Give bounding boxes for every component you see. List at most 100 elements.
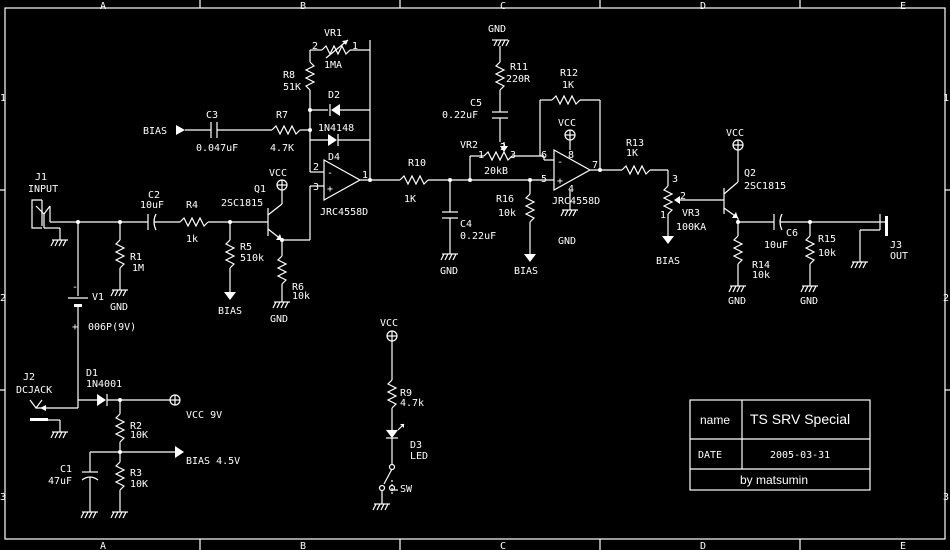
row-label-3-right: 3: [943, 492, 949, 503]
r1-ref: R1: [130, 252, 142, 263]
d2-ref: D2: [328, 90, 340, 101]
sw-switch: [388, 463, 396, 471]
ground-symbol: [560, 209, 578, 217]
r4-ref: R4: [186, 200, 198, 211]
bias-arrow: [524, 254, 536, 262]
title-block-date-label: DATE: [698, 450, 722, 461]
dcjack-sleeve: [30, 418, 48, 421]
c4-gnd-label: GND: [440, 266, 458, 277]
q2-value: 2SC1815: [744, 181, 786, 192]
r7-ref: R7: [276, 110, 288, 121]
r9-ref: R9: [400, 388, 412, 399]
r11-value: 220R: [506, 74, 531, 85]
ic2-value: JRC4558D: [552, 196, 600, 207]
col-label-e-top: E: [900, 1, 906, 12]
ground-symbol: [80, 511, 98, 519]
d4-diode: [328, 134, 337, 146]
r1-value: 1M: [132, 263, 144, 274]
r11-gnd-label: GND: [488, 24, 506, 35]
row-label-2-left: 2: [0, 293, 6, 304]
vcc9-label: VCC 9V: [186, 410, 222, 421]
r7-resistor: [271, 124, 301, 136]
r10-resistor: [399, 174, 429, 186]
ground-symbol: [110, 289, 128, 297]
ic2-pin6: 6: [541, 150, 547, 161]
vr3-bias-label: BIAS: [656, 256, 680, 267]
sheet-border: [4, 7, 946, 540]
vr3-pin1: 1: [660, 210, 666, 221]
ic1-plus: +: [327, 184, 333, 195]
v1-battery-plate-neg: [74, 304, 82, 307]
r12-ref: R12: [560, 68, 578, 79]
r3-ref: R3: [130, 468, 142, 479]
title-block-name-value: TS SRV Special: [750, 411, 850, 427]
input-jack-symbol: [31, 199, 61, 240]
ground-symbol: [800, 285, 818, 293]
bias-arrow: [662, 236, 674, 244]
ground-symbol: [50, 431, 68, 439]
r13-resistor: [621, 164, 651, 176]
c5-ref: C5: [470, 98, 482, 109]
ic1-pin3: 3: [313, 182, 319, 193]
bias45-port: [175, 446, 184, 458]
r3-value: 10K: [130, 479, 148, 490]
vr2-pin3: 3: [510, 150, 516, 161]
ic2-minus: -: [557, 157, 563, 168]
r6-resistor: [276, 255, 288, 285]
r10-ref: R10: [408, 158, 426, 169]
ic1-value: JRC4558D: [320, 207, 368, 218]
r5-bias-label: BIAS: [218, 306, 242, 317]
col-label-a-top: A: [100, 1, 106, 12]
title-block-author: by matsumin: [740, 473, 808, 487]
r15-gnd-label: GND: [800, 296, 818, 307]
col-label-c-bottom: C: [500, 541, 506, 550]
vr2-pin1: 1: [478, 150, 484, 161]
r11-resistor: [494, 61, 506, 91]
v1-plus: +: [72, 322, 78, 333]
title-block-date-value: 2005-03-31: [770, 450, 830, 461]
d3-led: [386, 430, 398, 438]
c1-ref: C1: [60, 464, 72, 475]
r15-value: 10k: [818, 248, 836, 259]
v1-minus: -: [72, 282, 78, 293]
c2-value: 10uF: [140, 200, 164, 211]
j1-ref: J1: [35, 172, 47, 183]
r2-resistor: [114, 413, 126, 443]
j3-ref: J3: [890, 240, 902, 251]
r12-resistor: [551, 94, 581, 106]
c3-value: 0.047uF: [196, 143, 238, 154]
r13-ref: R13: [626, 138, 644, 149]
j3-label: OUT: [890, 251, 908, 262]
sw-label: SW: [400, 484, 413, 495]
r14-value: 10k: [752, 270, 770, 281]
ic2-pin8: 8: [568, 150, 574, 161]
bias-arrow: [224, 292, 236, 300]
r16-bias-label: BIAS: [514, 266, 538, 277]
q1-vcc-label: VCC: [269, 168, 287, 179]
ic2-pin4: 4: [568, 184, 574, 195]
r15-ref: R15: [818, 234, 836, 245]
col-label-a-bottom: A: [100, 541, 106, 550]
col-label-c-top: C: [500, 1, 506, 12]
title-block-name-label: name: [700, 413, 730, 427]
col-label-d-bottom: D: [700, 541, 706, 550]
row-label-1-right: 1: [943, 93, 949, 104]
ground-symbol: [272, 301, 290, 309]
r2-value: 10K: [130, 430, 148, 441]
vr2-pin2: 2: [500, 142, 506, 153]
ground-symbol: [850, 261, 868, 269]
row-label-1-left: 1: [0, 93, 6, 104]
r1-gnd-label: GND: [110, 302, 128, 313]
vr2-ref: VR2: [460, 140, 478, 151]
j2-label: DCJACK: [16, 385, 52, 396]
r14-gnd-label: GND: [728, 296, 746, 307]
r8-resistor: [304, 61, 316, 91]
r6-value: 10k: [292, 291, 310, 302]
q2-ref: Q2: [744, 168, 756, 179]
r1-resistor: [114, 239, 126, 269]
r10-value: 1K: [404, 194, 416, 205]
d3-value: LED: [410, 451, 428, 462]
